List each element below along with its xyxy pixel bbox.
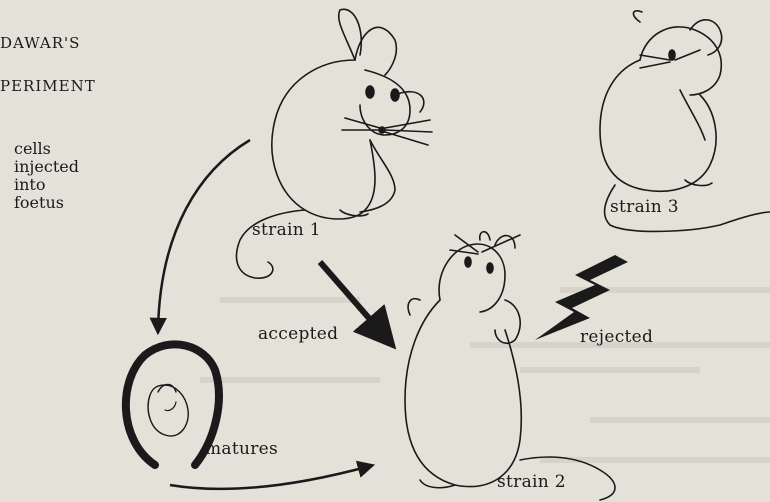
injection-note: cells injected into foetus xyxy=(14,140,79,212)
faded-background-text xyxy=(200,290,770,460)
injection-note-line: foetus xyxy=(14,194,79,212)
strain-3-label: strain 3 xyxy=(610,199,679,216)
accepted-label: accepted xyxy=(258,326,338,343)
matures-arrow xyxy=(170,466,370,489)
injection-note-line: into xyxy=(14,176,79,194)
injection-note-line: cells xyxy=(14,140,79,158)
matures-label: matures xyxy=(205,441,278,458)
title-line-1: DAWAR'S xyxy=(0,36,80,51)
title-line-2: PERIMENT xyxy=(0,79,96,94)
injection-note-line: injected xyxy=(14,158,79,176)
strain-1-label: strain 1 xyxy=(252,222,321,239)
strain-2-label: strain 2 xyxy=(497,474,566,491)
rejected-label: rejected xyxy=(580,329,653,346)
